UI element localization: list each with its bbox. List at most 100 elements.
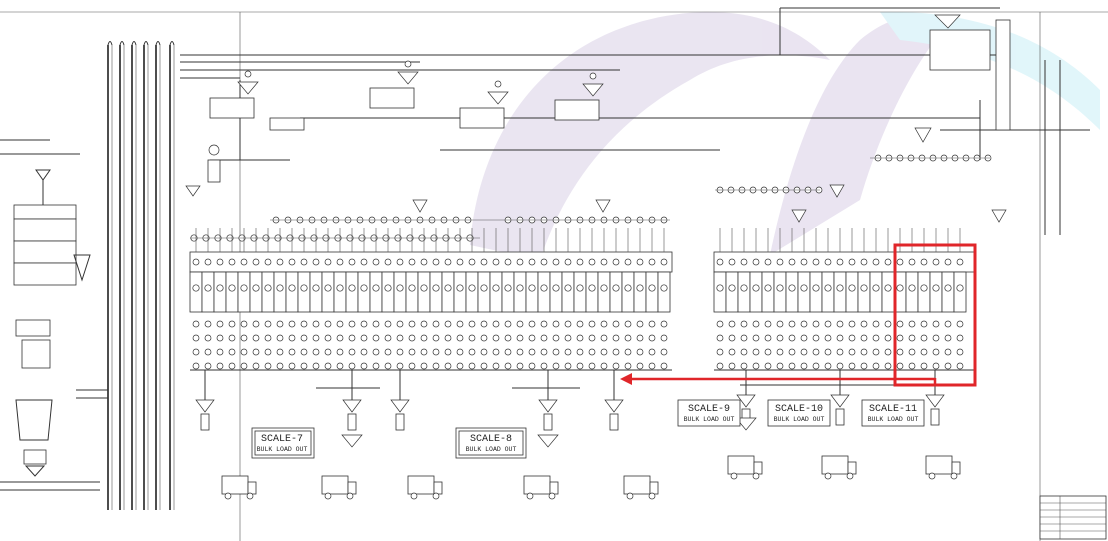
- valve-icon: [637, 349, 643, 355]
- valve-icon: [849, 321, 855, 327]
- valve-icon: [897, 259, 903, 265]
- valve-icon: [385, 259, 391, 265]
- bin-icon: [658, 272, 670, 312]
- valve-icon: [625, 321, 631, 327]
- valve-icon: [565, 363, 571, 369]
- scale-7-label: SCALE-7 BULK LOAD OUT: [252, 428, 314, 458]
- bin-icon: [774, 272, 786, 312]
- valve-icon: [637, 259, 643, 265]
- valve-icon: [777, 259, 783, 265]
- valve-icon: [661, 259, 667, 265]
- hopper-icon: [605, 400, 623, 412]
- scale-10-label: SCALE-10 BULK LOAD OUT: [768, 400, 830, 426]
- hopper-icon: [926, 395, 944, 407]
- valve-icon: [361, 285, 367, 291]
- valve-icon: [741, 321, 747, 327]
- bin-icon: [750, 272, 762, 312]
- valve-icon: [909, 335, 915, 341]
- bin-icon: [514, 272, 526, 312]
- bin-icon: [418, 272, 430, 312]
- valve-icon: [921, 259, 927, 265]
- valve-icon: [277, 363, 283, 369]
- valve-icon: [241, 285, 247, 291]
- valve-icon: [637, 285, 643, 291]
- bin-icon: [846, 272, 858, 312]
- valve-icon: [517, 363, 523, 369]
- valve-icon: [481, 321, 487, 327]
- cyclone-icon: [413, 200, 427, 212]
- valve-icon: [301, 321, 307, 327]
- valve-icon: [849, 335, 855, 341]
- valve-icon: [301, 285, 307, 291]
- valve-icon: [625, 363, 631, 369]
- truck-icon: [322, 476, 348, 494]
- valve-icon: [921, 363, 927, 369]
- valve-icon: [229, 335, 235, 341]
- valve-icon: [385, 321, 391, 327]
- bin-icon: [346, 272, 358, 312]
- valve-icon: [945, 349, 951, 355]
- valve-icon: [433, 259, 439, 265]
- valve-icon: [385, 349, 391, 355]
- valve-icon: [801, 349, 807, 355]
- valve-icon: [421, 349, 427, 355]
- valve-icon: [193, 321, 199, 327]
- valve-icon: [217, 335, 223, 341]
- valve-icon: [253, 349, 259, 355]
- valve-icon: [765, 363, 771, 369]
- valve-icon: [421, 259, 427, 265]
- valve-icon: [529, 259, 535, 265]
- valve-icon: [885, 321, 891, 327]
- valve-icon: [265, 285, 271, 291]
- scale-11-label: SCALE-11 BULK LOAD OUT: [862, 400, 924, 426]
- valve-icon: [541, 349, 547, 355]
- valve-icon: [193, 363, 199, 369]
- bin-icon: [738, 272, 750, 312]
- valve-icon: [469, 335, 475, 341]
- valve-icon: [590, 73, 596, 79]
- valve-icon: [313, 363, 319, 369]
- valve-icon: [433, 335, 439, 341]
- valve-icon: [409, 363, 415, 369]
- sifter-box: [555, 100, 599, 120]
- bin-icon: [646, 272, 658, 312]
- valve-icon: [577, 349, 583, 355]
- cyclone-icon: [915, 128, 931, 142]
- valve-icon: [193, 285, 199, 291]
- valve-icon: [265, 335, 271, 341]
- bin-icon: [238, 272, 250, 312]
- bin-icon: [526, 272, 538, 312]
- valve-icon: [637, 363, 643, 369]
- valve-icon: [921, 335, 927, 341]
- valve-icon: [753, 349, 759, 355]
- valve-icon: [825, 259, 831, 265]
- valve-icon: [301, 259, 307, 265]
- valve-icon: [753, 285, 759, 291]
- valve-icon: [825, 363, 831, 369]
- valve-icon: [193, 259, 199, 265]
- valve-icon: [577, 259, 583, 265]
- bin-icon: [478, 272, 490, 312]
- valve-icon: [909, 363, 915, 369]
- valve-icon: [825, 349, 831, 355]
- valve-icon: [813, 285, 819, 291]
- valve-icon: [265, 363, 271, 369]
- valve-icon: [933, 363, 939, 369]
- pipe-bend: [120, 42, 124, 46]
- scale-11-subtitle: BULK LOAD OUT: [868, 416, 919, 423]
- valve-icon: [909, 349, 915, 355]
- valve-icon: [229, 285, 235, 291]
- valve-icon: [861, 363, 867, 369]
- valve-icon: [301, 363, 307, 369]
- bin-icon: [586, 272, 598, 312]
- valve-icon: [421, 321, 427, 327]
- valve-icon: [589, 363, 595, 369]
- valve-icon: [897, 335, 903, 341]
- bin-icon: [250, 272, 262, 312]
- valve-icon: [245, 71, 251, 77]
- valve-icon: [909, 285, 915, 291]
- wheel: [549, 493, 555, 499]
- wheel: [825, 473, 831, 479]
- valve-icon: [433, 321, 439, 327]
- valve-icon: [289, 363, 295, 369]
